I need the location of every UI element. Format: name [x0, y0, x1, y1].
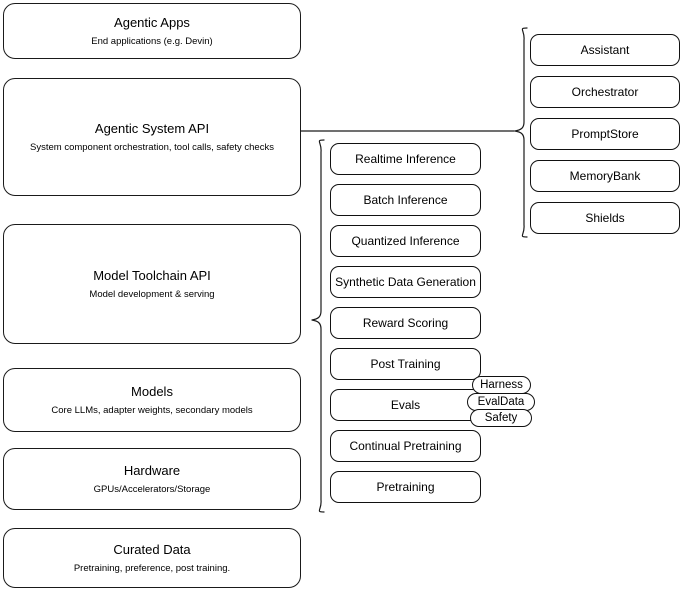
layer-block-models[interactable]: Models Core LLMs, adapter weights, secon… — [3, 368, 301, 432]
brace-toolchain-column — [311, 139, 325, 513]
layer-subtitle: System component orchestration, tool cal… — [30, 141, 274, 153]
layer-block-model-toolchain-api[interactable]: Model Toolchain API Model development & … — [3, 224, 301, 344]
node-shields[interactable]: Shields — [530, 202, 680, 234]
layer-title: Models — [131, 383, 173, 399]
layer-subtitle: GPUs/Accelerators/Storage — [93, 483, 211, 495]
layer-subtitle: Model development & serving — [89, 288, 215, 300]
node-promptstore[interactable]: PromptStore — [530, 118, 680, 150]
layer-block-hardware[interactable]: Hardware GPUs/Accelerators/Storage — [3, 448, 301, 510]
layer-subtitle: End applications (e.g. Devin) — [91, 35, 213, 47]
node-reward-scoring[interactable]: Reward Scoring — [330, 307, 481, 339]
node-continual-pretraining[interactable]: Continual Pretraining — [330, 430, 481, 462]
layer-subtitle: Pretraining, preference, post training. — [73, 562, 231, 574]
layer-block-agentic-apps[interactable]: Agentic Apps End applications (e.g. Devi… — [3, 3, 301, 59]
layer-title: Hardware — [123, 462, 181, 478]
brace-system-column — [514, 27, 528, 238]
node-memorybank[interactable]: MemoryBank — [530, 160, 680, 192]
node-orchestrator[interactable]: Orchestrator — [530, 76, 680, 108]
layer-subtitle: Core LLMs, adapter weights, secondary mo… — [51, 404, 253, 416]
layer-title: Model Toolchain API — [93, 267, 211, 283]
layer-title: Agentic Apps — [114, 14, 190, 30]
node-quantized-inference[interactable]: Quantized Inference — [330, 225, 481, 257]
node-assistant[interactable]: Assistant — [530, 34, 680, 66]
node-batch-inference[interactable]: Batch Inference — [330, 184, 481, 216]
node-realtime-inference[interactable]: Realtime Inference — [330, 143, 481, 175]
badge-safety[interactable]: Safety — [470, 409, 532, 427]
layer-title: Curated Data — [113, 541, 191, 557]
node-post-training[interactable]: Post Training — [330, 348, 481, 380]
node-synthetic-data-generation[interactable]: Synthetic Data Generation — [330, 266, 481, 298]
node-evals[interactable]: Evals — [330, 389, 481, 421]
badge-harness[interactable]: Harness — [472, 376, 531, 394]
layer-block-curated-data[interactable]: Curated Data Pretraining, preference, po… — [3, 528, 301, 588]
layer-block-agentic-system-api[interactable]: Agentic System API System component orch… — [3, 78, 301, 196]
layer-title: Agentic System API — [94, 120, 210, 136]
node-pretraining[interactable]: Pretraining — [330, 471, 481, 503]
